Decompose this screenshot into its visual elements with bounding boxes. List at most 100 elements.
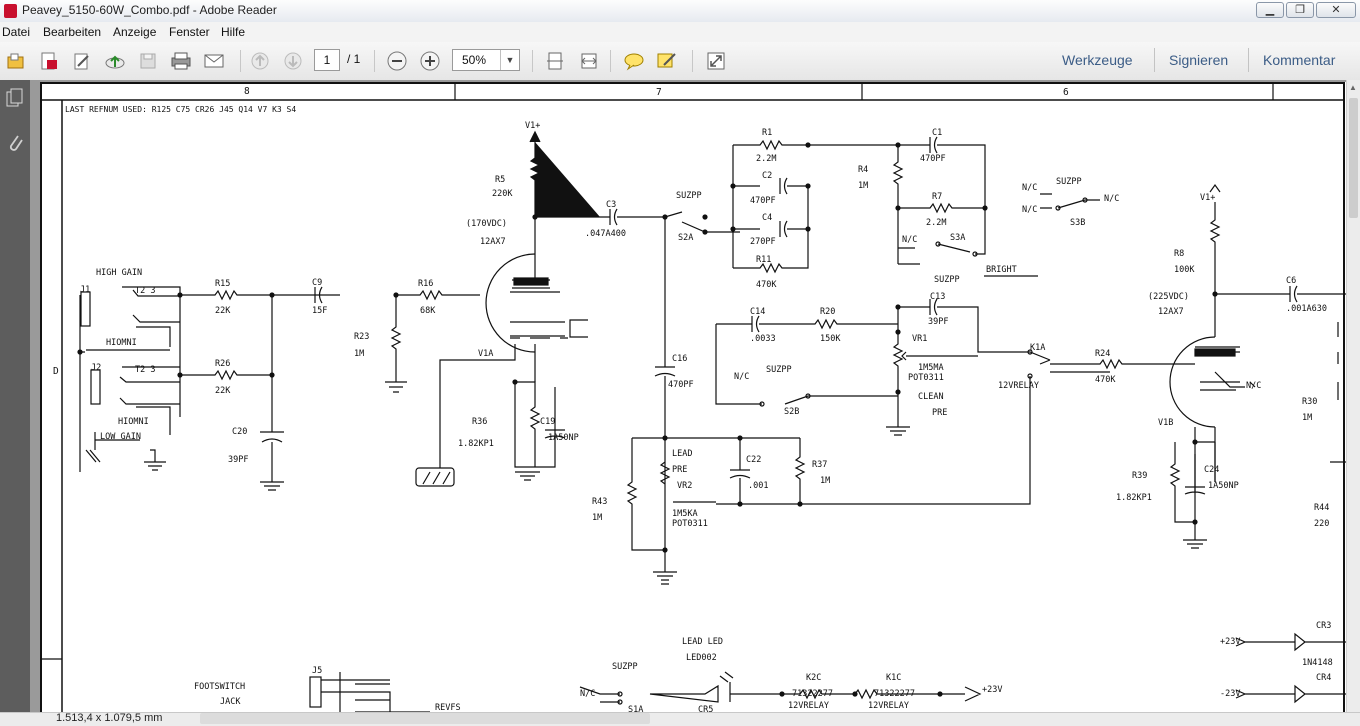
schematic-label: LOW GAIN (100, 432, 141, 442)
kommentar-button[interactable]: Kommentar (1263, 52, 1336, 68)
schematic-label: CR5 (698, 705, 713, 715)
schematic-label: .0033 (750, 334, 776, 344)
schematic-label: S3B (1070, 218, 1085, 228)
expand-icon[interactable] (704, 50, 728, 72)
menu-hilfe[interactable]: Hilfe (221, 25, 246, 39)
schematic-label: 12VRELAY (868, 701, 909, 711)
schematic-label: T2 3 (135, 365, 155, 375)
schematic-label: N/C (580, 689, 595, 699)
schematic-label: R43 (592, 497, 607, 507)
fit-width-icon[interactable] (577, 50, 601, 72)
schematic-label: C22 (746, 455, 761, 465)
schematic-label: V1B (1158, 418, 1173, 428)
save-icon[interactable] (136, 50, 160, 72)
page-thumbnails-icon[interactable] (6, 88, 24, 108)
zoom-out-icon[interactable] (385, 50, 409, 72)
schematic-label: C14 (750, 307, 765, 317)
schematic-label: 470PF (750, 196, 776, 206)
schematic-label: R26 (215, 359, 230, 369)
schematic-label: C9 (312, 278, 322, 288)
edit-icon[interactable] (70, 50, 94, 72)
menu-bar: Datei Bearbeiten Anzeige Fenster Hilfe (0, 22, 1360, 43)
menu-fenster[interactable]: Fenster (169, 25, 210, 39)
schematic-label: K2C (806, 673, 821, 683)
schematic-label: R36 (472, 417, 487, 427)
schematic-label: .001A630 (1286, 304, 1327, 314)
schematic-label: R39 (1132, 471, 1147, 481)
schematic-label: HIOMNI (106, 338, 137, 348)
schematic-label: R30 (1302, 397, 1317, 407)
column-label: 6 (1063, 87, 1069, 98)
schematic-label: C4 (762, 213, 772, 223)
highlight-icon[interactable] (655, 50, 679, 72)
menu-anzeige[interactable]: Anzeige (113, 25, 157, 39)
schematic-label: 1.82KP1 (1116, 493, 1152, 503)
werkzeuge-button[interactable]: Werkzeuge (1062, 52, 1133, 68)
column-label: 8 (244, 86, 250, 97)
column-label: 7 (656, 87, 662, 98)
signieren-button[interactable]: Signieren (1169, 52, 1229, 68)
previous-page-icon[interactable] (248, 50, 272, 72)
zoom-in-icon[interactable] (418, 50, 442, 72)
menu-datei[interactable]: Datei (2, 25, 31, 39)
attachments-icon[interactable] (6, 132, 24, 152)
schematic-label: V1+ (1200, 193, 1215, 203)
schematic-label: 68K (420, 306, 436, 316)
schematic-label: HIOMNI (118, 417, 149, 427)
print-icon[interactable] (169, 50, 193, 72)
scroll-up-icon[interactable]: ▲ (1349, 83, 1357, 92)
schematic-label: R15 (215, 279, 230, 289)
email-icon[interactable] (202, 50, 226, 72)
schematic-label: 12VRELAY (788, 701, 829, 711)
schematic-label: LED002 (686, 653, 717, 663)
title-bar: Peavey_5150-60W_Combo.pdf - Adobe Reader… (0, 0, 1360, 23)
schematic-label: HIGH GAIN (96, 268, 142, 278)
scroll-thumb[interactable] (1349, 98, 1358, 218)
close-button[interactable]: ✕ (1316, 2, 1356, 18)
schematic-label: 2.2M (756, 154, 776, 164)
horizontal-scrollbar[interactable] (200, 713, 650, 724)
pdf-page[interactable]: 8 7 6 D LAST REFNUM USED: R125 C75 CR26 … (40, 82, 1346, 722)
schematic-label: JACK (220, 697, 241, 707)
schematic-label: S2B (784, 407, 799, 417)
schematic-label: REVFS (435, 703, 461, 713)
comment-icon[interactable] (622, 50, 646, 72)
schematic-label: 1M (1302, 413, 1312, 423)
schematic-label: 470PF (668, 380, 694, 390)
schematic-label: POT0311 (908, 373, 944, 383)
schematic-label: .001 (748, 481, 768, 491)
zoom-select[interactable]: 50% ▼ (452, 49, 520, 71)
page-size-readout: 1.513,4 x 1.079,5 mm (56, 712, 163, 724)
schematic-label: PRE (932, 408, 947, 418)
schematic-label: J5 (312, 666, 322, 676)
schematic-label: VR1 (912, 334, 927, 344)
maximize-button[interactable]: ❐ (1286, 2, 1314, 18)
upload-cloud-icon[interactable] (103, 50, 127, 72)
chevron-down-icon[interactable]: ▼ (500, 50, 519, 70)
page-number-input[interactable]: 1 (314, 49, 340, 71)
schematic-label: 1M (858, 181, 868, 191)
zoom-value: 50% (462, 53, 487, 67)
minimize-button[interactable]: ▁ (1256, 2, 1284, 18)
schematic-label: 71322277 (792, 689, 833, 699)
schematic-label: 12AX7 (480, 237, 506, 247)
vertical-scrollbar[interactable]: ▲ (1346, 80, 1360, 713)
menu-bearbeiten[interactable]: Bearbeiten (43, 25, 102, 39)
schematic-label: R23 (354, 332, 369, 342)
schematic-label: N/C (1022, 205, 1037, 215)
open-icon[interactable] (4, 50, 28, 72)
schematic-label: SUZPP (1056, 177, 1082, 187)
fit-page-icon[interactable] (543, 50, 567, 72)
schematic-label: 1.82KP1 (458, 439, 494, 449)
schematic-label: 1M (820, 476, 830, 486)
schematic-label: R7 (932, 192, 942, 202)
create-pdf-icon[interactable] (37, 50, 61, 72)
schematic-label: N/C (1022, 183, 1037, 193)
schematic-label: C16 (672, 354, 687, 364)
schematic-label: CLEAN (918, 392, 944, 402)
schematic-label: 22K (215, 306, 231, 316)
schematic-label: R1 (762, 128, 772, 138)
next-page-icon[interactable] (281, 50, 305, 72)
schematic-label: R16 (418, 279, 433, 289)
schematic-label: K1C (886, 673, 901, 683)
